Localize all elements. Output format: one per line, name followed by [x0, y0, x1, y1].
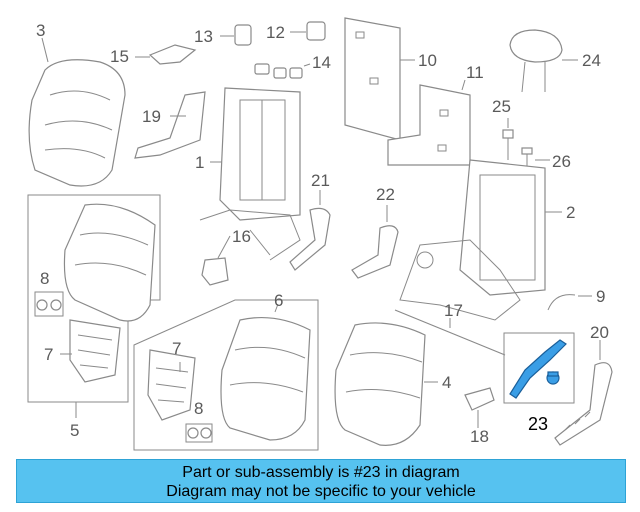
part-22-trim: [351, 225, 399, 279]
callout-15: 15: [110, 47, 129, 66]
callout-5: 5: [70, 421, 79, 440]
callout-20: 20: [590, 323, 609, 342]
part-24-headrest: [509, 29, 563, 93]
callout-11: 11: [466, 63, 484, 82]
callout-2: 2: [566, 203, 575, 222]
callout-12: 12: [266, 23, 285, 42]
part-4-seat-cushion: [334, 322, 426, 446]
callout-25: 25: [492, 97, 511, 116]
part-21-trim: [289, 207, 331, 271]
part-3-seat-back-cover: [28, 59, 126, 187]
part-14-clips: [254, 63, 303, 79]
part-23-highlighted-bracket[interactable]: [503, 332, 575, 404]
part-20-side-trim: [554, 362, 613, 446]
callout-3: 3: [36, 21, 45, 40]
banner-line-1: Part or sub-assembly is #23 in diagram: [182, 464, 460, 481]
part-19-side-trim: [134, 91, 206, 159]
callout-7-center: 7: [172, 339, 181, 358]
part-23-box: [503, 332, 575, 404]
callout-26: 26: [552, 152, 571, 171]
callout-18: 18: [470, 427, 489, 446]
callout-8-left: 8: [40, 269, 49, 288]
part-9-wire: [547, 294, 576, 311]
callout-19: 19: [142, 107, 161, 126]
group-box-6: [133, 299, 319, 451]
callout-8-center: 8: [194, 399, 203, 418]
part-17-rod: [394, 309, 506, 356]
callout-24: 24: [582, 51, 601, 70]
parts-diagram: 3 13 12 15 14 10 24 11 19: [27, 17, 613, 451]
part-12-clip: [306, 21, 326, 41]
callout-17: 17: [444, 301, 463, 320]
callout-14: 14: [312, 53, 331, 72]
part-11-back-panel: [387, 84, 471, 166]
part-7-mesh-left: [69, 319, 121, 383]
part-7-mesh-center: [147, 349, 196, 421]
callout-13: 13: [194, 27, 213, 46]
part-13-clip: [234, 24, 252, 46]
callout-6: 6: [274, 291, 283, 310]
callout-1: 1: [195, 153, 204, 172]
info-banner: Part or sub-assembly is #23 in diagram D…: [16, 459, 626, 503]
part-15-bracket: [148, 44, 197, 65]
callout-16: 16: [232, 227, 251, 246]
part-10-back-panel: [344, 17, 401, 141]
callout-9: 9: [596, 287, 605, 306]
part-18-clip: [464, 387, 495, 411]
group-box-5: [27, 194, 161, 403]
callout-23: 23: [528, 414, 548, 434]
callout-7-left: 7: [44, 345, 53, 364]
part-1-seat-back-frame: [199, 87, 301, 261]
part-2-seat-back-frame: [399, 159, 546, 321]
callout-4: 4: [442, 373, 451, 392]
banner-line-2: Diagram may not be specific to your vehi…: [166, 483, 476, 500]
callout-10: 10: [418, 51, 437, 70]
part-16-block: [201, 257, 229, 286]
part-25-bolt: [502, 129, 514, 160]
callout-22: 22: [376, 185, 395, 204]
callout-21: 21: [311, 171, 330, 190]
